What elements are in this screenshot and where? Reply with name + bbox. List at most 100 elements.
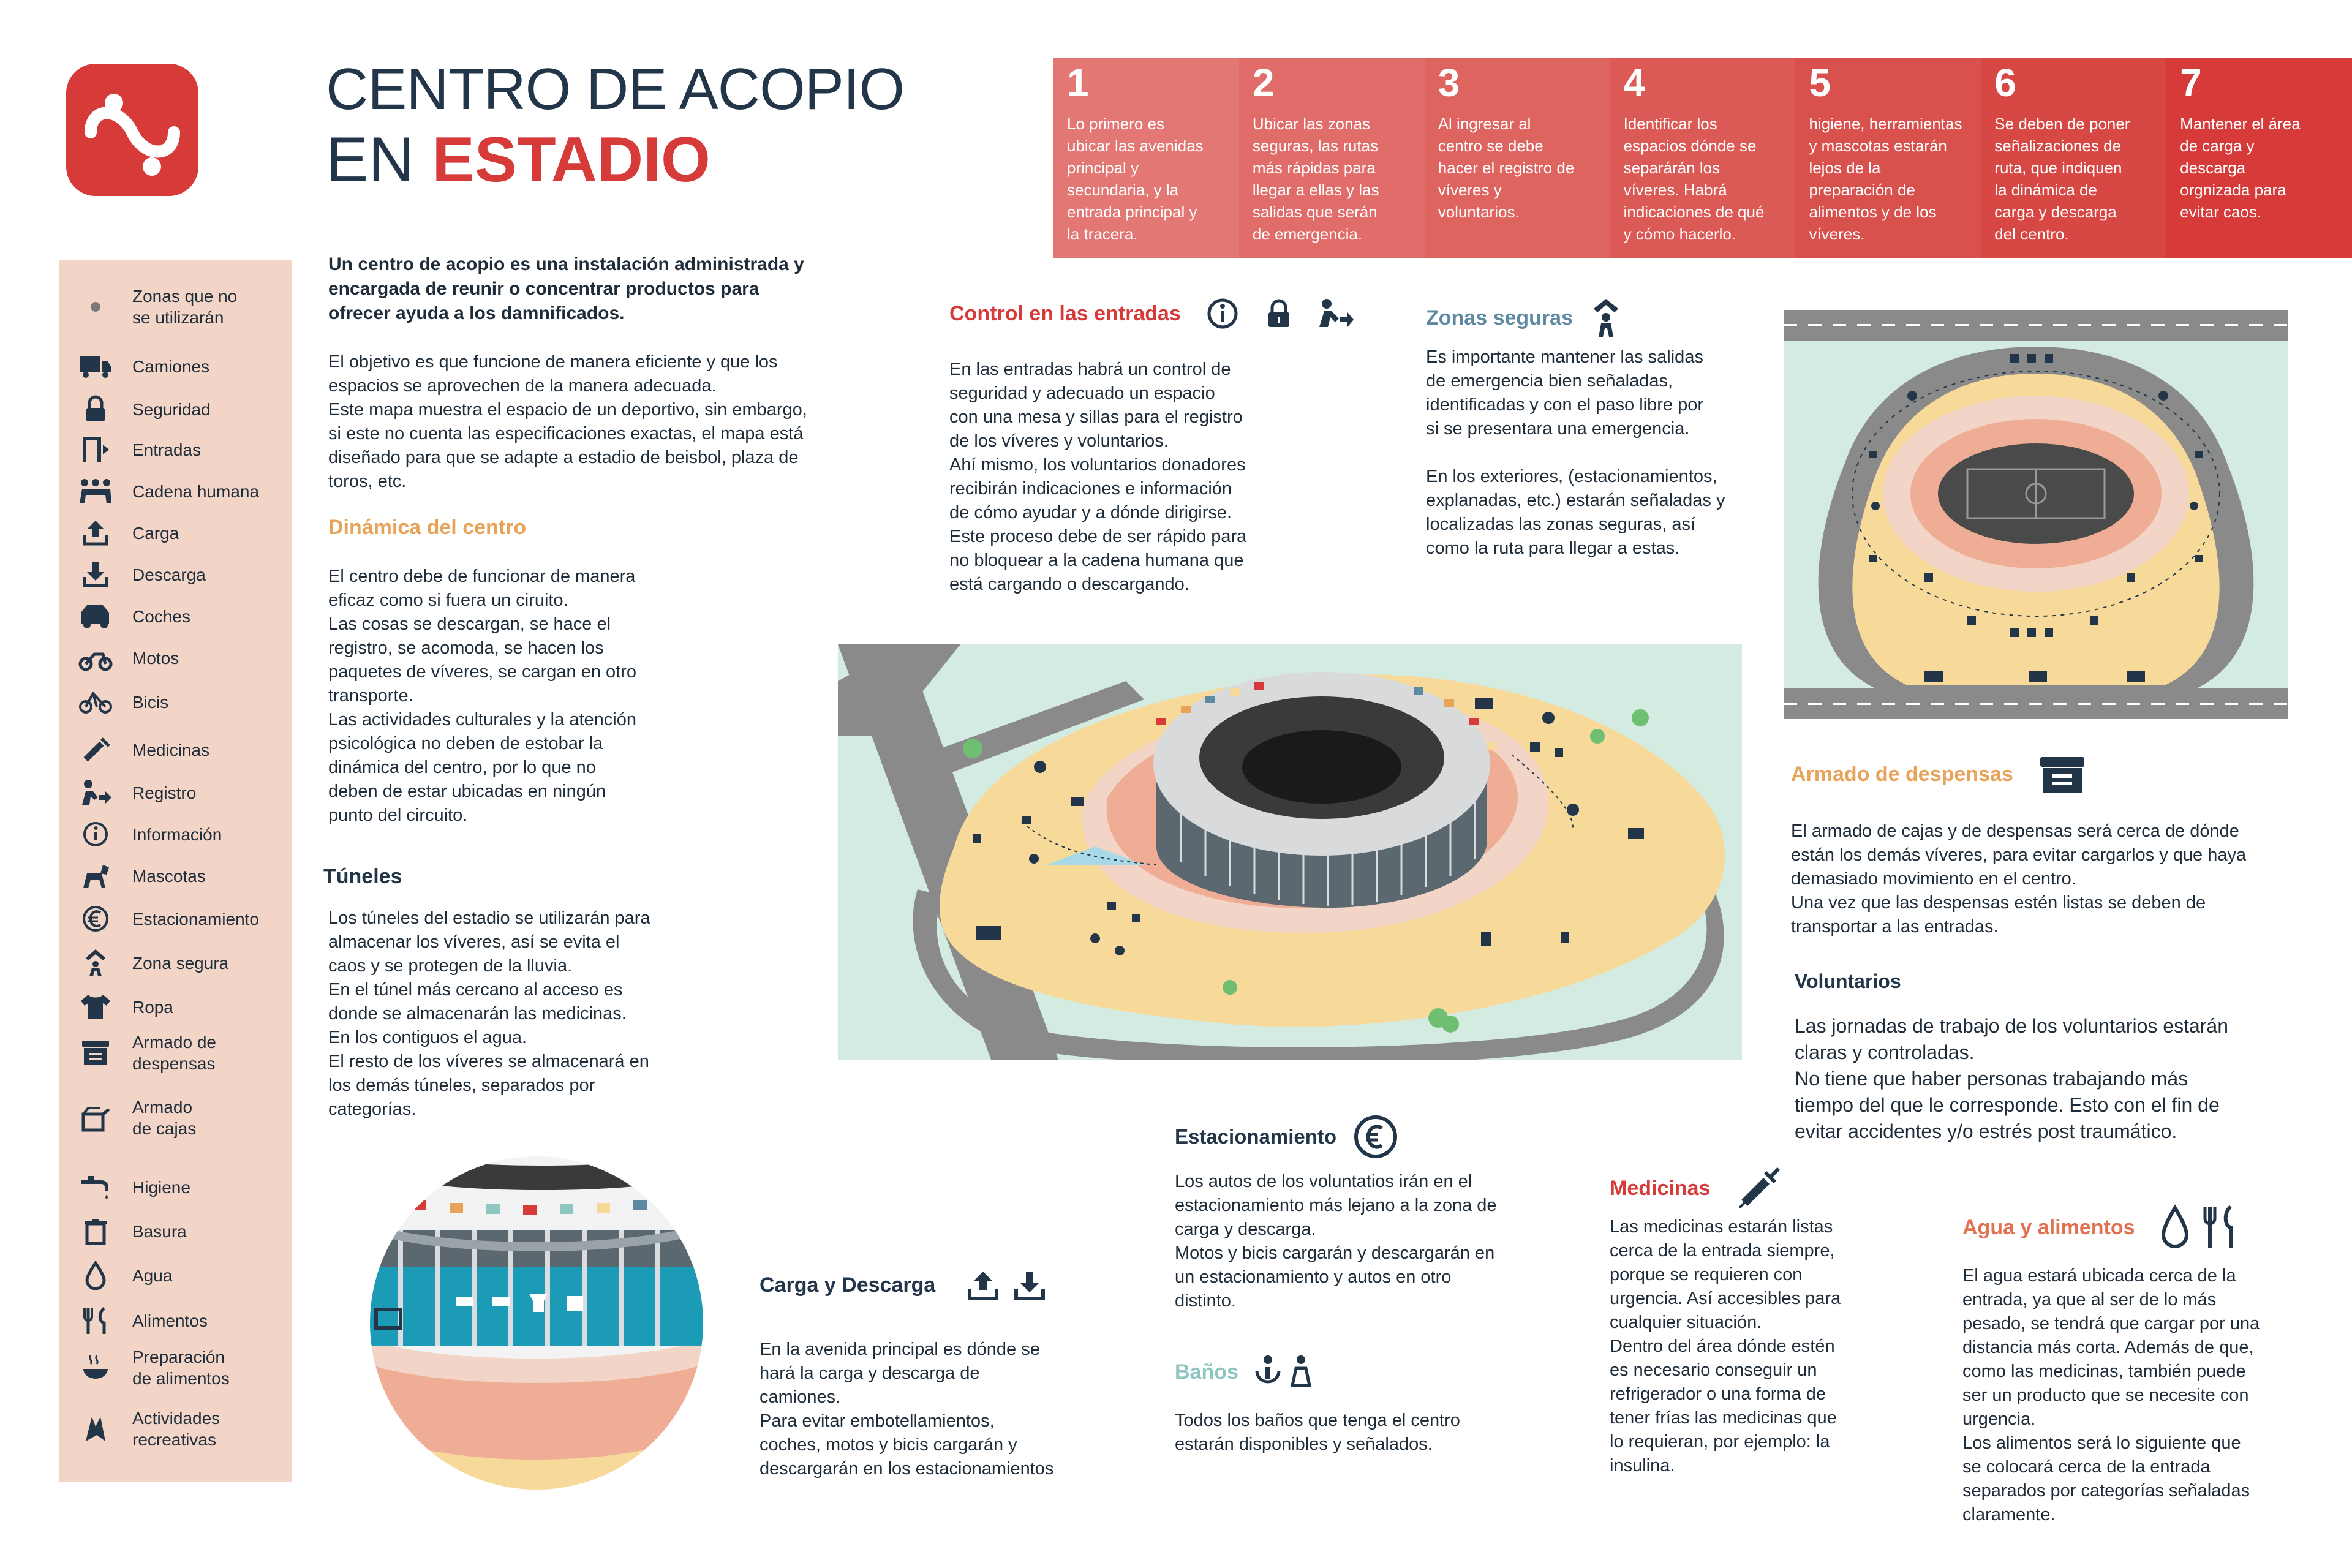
legend-icon-cell xyxy=(59,1349,132,1386)
water-drop-icon xyxy=(2161,1204,2188,1248)
box-icon xyxy=(81,1107,110,1132)
legend-icon-cell xyxy=(59,989,132,1025)
pantry-icon xyxy=(82,1041,109,1065)
legend-label: Armado de despensas xyxy=(132,1033,216,1073)
page-title-line-2: EN ESTADIO xyxy=(326,126,710,194)
registry-icon xyxy=(82,780,111,805)
legend-label: Zona segura xyxy=(132,953,229,973)
legend-item: Información xyxy=(59,816,292,853)
legend-label: Seguridad xyxy=(132,399,211,419)
legend-icon-cell xyxy=(59,288,132,325)
legend-label: Actividades recreativas xyxy=(132,1409,221,1449)
zonas-header: Zonas seguras xyxy=(1426,296,1623,339)
medicinas-header: Medicinas xyxy=(1610,1164,1784,1213)
legend-item: Registro xyxy=(59,774,292,811)
legend-label: Camiones xyxy=(132,356,210,376)
legend-label: Carga xyxy=(132,523,179,543)
legend-icon-cell xyxy=(59,1411,132,1447)
safe-zone-icon xyxy=(1593,299,1618,337)
legend-item: Armado de cajas xyxy=(59,1096,292,1139)
syringe-icon xyxy=(83,737,110,762)
legend-icon-cell xyxy=(59,514,132,551)
estacionamiento-body: Los autos de los voluntatios irán en el … xyxy=(1175,1172,1497,1311)
legend-item: Alimentos xyxy=(59,1302,292,1339)
estacionamiento-header: Estacionamiento xyxy=(1175,1114,1399,1160)
legend-icon-cell xyxy=(59,900,132,937)
control-header: Control en las entradas xyxy=(949,296,1355,331)
title-prefix: EN xyxy=(326,124,415,195)
legend-label: Preparación de alimentos xyxy=(132,1348,230,1388)
motorcycle-icon xyxy=(78,652,113,671)
legend-item: Cadena humana xyxy=(59,473,292,510)
legend-icon-cell xyxy=(59,816,132,853)
legend-item: Entradas xyxy=(59,431,292,468)
step-text: Ubicar las zonas seguras, las rutas más … xyxy=(1252,115,1379,243)
brand-logo xyxy=(66,64,198,196)
legend-icon-cell xyxy=(59,858,132,894)
legend-icon-cell xyxy=(59,1099,132,1136)
legend-item: Motos xyxy=(59,639,292,676)
legend-item: Bicis xyxy=(59,684,292,720)
legend-label: Basura xyxy=(132,1221,187,1241)
step-text: Lo primero es ubicar las avenidas princi… xyxy=(1067,115,1204,243)
legend-item: Higiene xyxy=(59,1169,292,1205)
dinamica-body: El centro debe de funcionar de manera ef… xyxy=(328,567,636,825)
legend-item: Zona segura xyxy=(59,944,292,981)
page-title-line-1: CENTRO DE ACOPIO xyxy=(326,56,905,122)
upload-icon xyxy=(968,1272,999,1300)
legend-label: Registro xyxy=(132,783,197,802)
legend-item: Camiones xyxy=(59,348,292,385)
legend-label: Medicinas xyxy=(132,740,210,760)
zonas-body: Es importante mantener las salidas de em… xyxy=(1426,347,1725,558)
legend-item: Seguridad xyxy=(59,391,292,428)
legend-icon-cell xyxy=(59,944,132,981)
legend-icon-cell xyxy=(59,391,132,428)
parking-icon xyxy=(83,906,108,932)
dinamica-title: Dinámica del centro xyxy=(328,516,527,539)
human-chain-icon xyxy=(80,479,111,503)
step-number: 7 xyxy=(2180,61,2202,105)
legend-item: Actividades recreativas xyxy=(59,1408,292,1450)
safe-zone-icon xyxy=(86,949,105,976)
legend-item: Carga xyxy=(59,514,292,551)
cutlery-icon xyxy=(83,1307,106,1334)
title-highlight: ESTADIO xyxy=(432,124,710,195)
banos-header: Baños xyxy=(1175,1354,1319,1390)
legend-label: Motos xyxy=(132,648,179,668)
restroom-icon xyxy=(1255,1355,1312,1387)
legend-item: Mascotas xyxy=(59,858,292,894)
legend-label: Bicis xyxy=(132,692,169,712)
armado-body: El armado de cajas y de despensas será c… xyxy=(1791,821,2247,937)
legend-icon-cell xyxy=(59,684,132,720)
pantry-icon xyxy=(2040,757,2084,793)
step-1: 1 Lo primero es ubicar las avenidas princ… xyxy=(1054,58,1239,258)
legend-icon-cell xyxy=(59,556,132,593)
legend-icon-cell xyxy=(59,1257,132,1294)
download-icon xyxy=(1014,1272,1046,1300)
voluntarios-body: Las jornadas de trabajo de los voluntari… xyxy=(1795,1015,2228,1142)
step-number: 5 xyxy=(1809,61,1831,105)
legend-item: Ropa xyxy=(59,989,292,1025)
legend-item: Coches xyxy=(59,598,292,635)
banos-title: Baños xyxy=(1175,1360,1238,1384)
info-icon xyxy=(1207,298,1238,329)
voluntarios-title: Voluntarios xyxy=(1795,970,1901,992)
cooking-icon xyxy=(83,1355,108,1379)
cutlery-icon xyxy=(2203,1205,2233,1248)
control-title: Control en las entradas xyxy=(949,301,1181,325)
registry-icon xyxy=(1319,299,1354,327)
legend-icon-cell xyxy=(59,431,132,468)
bicycle-icon xyxy=(79,691,112,714)
carga-title: Carga y Descarga xyxy=(760,1273,936,1297)
step-number: 1 xyxy=(1067,61,1089,105)
step-text: Identificar los espacios dónde se separá… xyxy=(1623,115,1765,243)
legend-label: Coches xyxy=(132,606,190,626)
carga-header: Carga y Descarga xyxy=(760,1268,1047,1302)
armado-header: Armado de despensas xyxy=(1791,755,2087,794)
legend-icon-cell xyxy=(59,639,132,676)
